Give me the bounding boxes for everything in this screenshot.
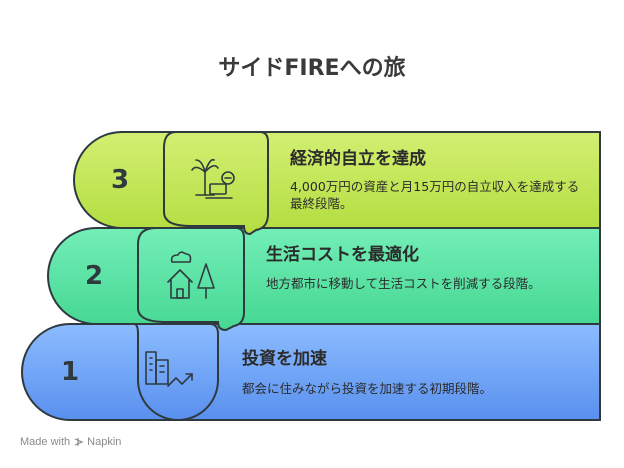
napkin-logo-icon	[74, 438, 84, 446]
house-tree-icon	[167, 251, 215, 299]
stage-1-number: 1	[60, 357, 80, 387]
napkin-brand[interactable]: Napkin	[74, 436, 121, 448]
stage-2-title: 生活コストを最適化	[266, 245, 419, 265]
diagram-title: サイドFIREへの旅	[218, 56, 406, 81]
stage-3-description: 4,000万円の資産と月15万円の自立収入を達成する最終段階。	[290, 179, 580, 211]
stage-2-bar	[47, 227, 601, 332]
stage-3-bar	[73, 131, 601, 236]
made-with-label: Made with	[20, 436, 71, 448]
stage-2-description: 地方都市に移動して生活コストを削減する段階。	[266, 276, 541, 291]
footer: Made with Napkin	[20, 436, 121, 448]
stage-3-number: 3	[110, 165, 130, 195]
stage-1-description: 都会に住みながら投資を加速する初期段階。	[242, 381, 493, 396]
napkin-label: Napkin	[87, 436, 122, 448]
stage-3-title: 経済的自立を達成	[290, 149, 426, 169]
palm-tree-laptop-icon	[191, 158, 235, 199]
stage-1-title: 投資を加速	[242, 349, 327, 369]
city-growth-icon	[145, 351, 193, 387]
stage-2-number: 2	[84, 261, 104, 291]
stage-1-bar	[21, 323, 601, 421]
